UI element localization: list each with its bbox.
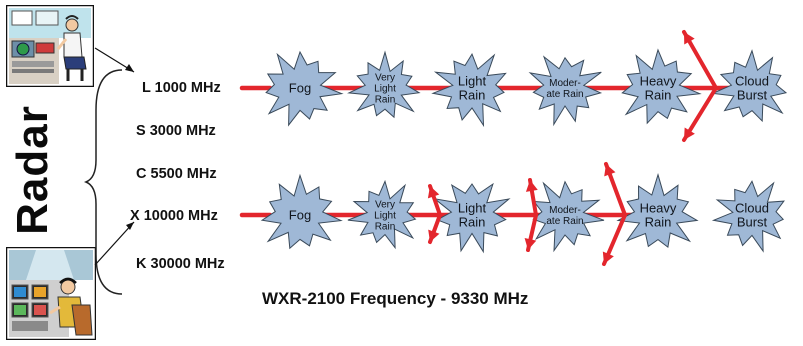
starburst-shape-row-1-3 <box>532 180 605 253</box>
storm-label-row-0-2-line-0: Light <box>458 74 487 89</box>
starburst-shape-row-0-4 <box>621 48 702 125</box>
scatter-arrow-x3-down-head <box>602 251 614 264</box>
storm-label-row-0-1-line-1: Light <box>374 84 396 95</box>
starburst-shape-row-1-4 <box>616 172 699 248</box>
starburst-shape-row-0-2 <box>431 52 507 128</box>
starburst-shape-row-0-0 <box>265 50 344 127</box>
storm-label-row-0-4-line-0: Heavy <box>640 74 677 89</box>
storm-burst-row-1-3: Moder-ate Rain <box>532 180 605 253</box>
scatter-arrow-x3-up-head <box>604 164 616 177</box>
storm-label-row-1-1-line-1: Light <box>374 211 396 222</box>
storm-burst-row-0-3: Moder-ate Rain <box>528 55 603 127</box>
starburst-shape-row-1-2 <box>432 182 511 254</box>
storm-label-row-0-3-line-0: Moder- <box>549 78 581 89</box>
storm-label-row-1-2-line-1: Rain <box>459 215 486 230</box>
starburst-shape-row-1-0 <box>260 173 343 250</box>
wxr-frequency-caption: WXR-2100 Frequency - 9330 MHz <box>262 289 529 308</box>
storm-label-row-0-5-line-1: Burst <box>737 88 768 103</box>
storm-label-row-1-4-line-0: Heavy <box>640 201 677 216</box>
storm-label-row-1-3-line-0: Moder- <box>549 205 581 216</box>
storm-label-row-1-4-line-1: Rain <box>645 215 672 230</box>
storm-label-row-1-1-line-0: Very <box>375 200 395 211</box>
storm-label-row-0-3-line-1: ate Rain <box>546 89 583 100</box>
storm-label-row-0-2-line-1: Rain <box>459 88 486 103</box>
starburst-shape-row-1-1 <box>347 179 417 250</box>
storm-label-row-0-5-line-0: Cloud <box>735 74 769 89</box>
scatter-arrow-l-up-head <box>684 32 695 45</box>
storm-label-row-1-1-line-2: Rain <box>375 222 396 233</box>
storm-label-row-1-3-line-1: ate Rain <box>546 216 583 227</box>
storm-label-row-1-2-line-0: Light <box>458 201 487 216</box>
storm-burst-row-1-0: Fog <box>260 173 343 250</box>
band-label-k: K 30000 MHz <box>136 256 225 272</box>
storm-label-row-0-4-line-1: Rain <box>645 88 672 103</box>
starburst-shape-row-1-5 <box>711 180 785 253</box>
storm-label-row-1-0-line-0: Fog <box>289 208 311 223</box>
band-label-x: X 10000 MHz <box>130 208 218 224</box>
scatter-arrow-x2-up-head <box>525 180 538 192</box>
band-label-l: L 1000 MHz <box>142 80 221 96</box>
storm-label-row-1-5-line-1: Burst <box>737 215 768 230</box>
band-label-c: C 5500 MHz <box>136 166 217 182</box>
band-label-s: S 3000 MHz <box>136 123 216 139</box>
starburst-shape-row-0-1 <box>347 50 421 119</box>
scatter-arrow-x2-down-head <box>524 237 537 250</box>
scatter-arrow-x1-up-head <box>427 186 440 199</box>
band-grouping-brace <box>83 69 123 295</box>
cockpit-pointer-line <box>94 221 135 266</box>
storm-label-row-1-5-line-0: Cloud <box>735 201 769 216</box>
scatter-arrow-l-down-head <box>684 127 695 140</box>
storm-burst-row-0-0: Fog <box>265 50 344 127</box>
storm-label-row-0-1-line-0: Very <box>375 73 395 84</box>
aircraft-cockpit-pilot-illustration <box>6 247 96 340</box>
starburst-shape-row-0-3 <box>528 55 603 127</box>
storm-label-row-0-0-line-0: Fog <box>289 81 311 96</box>
scatter-arrow-x1-down-head <box>428 229 440 242</box>
starburst-shape-row-0-5 <box>710 49 788 123</box>
ground-radar-operator-illustration <box>6 5 94 87</box>
storm-label-row-0-1-line-2: Rain <box>375 95 396 106</box>
